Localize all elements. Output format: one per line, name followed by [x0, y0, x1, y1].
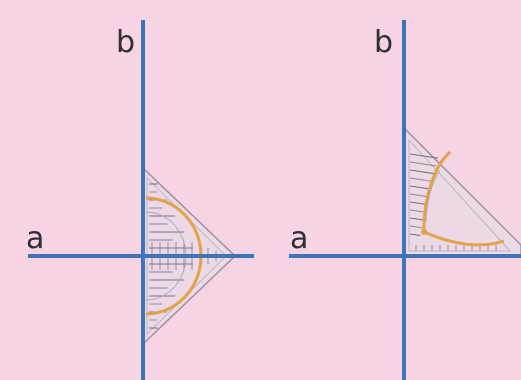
- right-set-square-body: [403, 126, 521, 257]
- right-set-square-tick: [409, 233, 421, 237]
- right-protractor-inner-arc: [425, 169, 441, 223]
- left-label-a: a: [26, 221, 44, 256]
- right-label-a: a: [290, 221, 308, 256]
- right-set-square-tick: [409, 153, 439, 159]
- right-set-square-inner-edge: [408, 138, 511, 252]
- right-set-square-tick: [409, 161, 437, 167]
- right-protractor-arc: [422, 150, 505, 247]
- right-set-square-tick: [409, 177, 433, 182]
- right-protractor-center-mark: [421, 229, 427, 235]
- right-label-b: b: [374, 25, 393, 60]
- left-panel: a b: [26, 20, 254, 380]
- right-set-square-tick: [409, 209, 426, 213]
- right-set-square-tick: [409, 225, 423, 229]
- right-panel: a b: [289, 20, 521, 380]
- right-set-square-tick: [409, 169, 435, 175]
- left-label-b: b: [116, 25, 135, 60]
- right-set-square-tick: [409, 185, 432, 190]
- right-set-square-ticks: [409, 153, 497, 251]
- right-set-square-tick: [409, 217, 425, 221]
- right-set-square: [403, 126, 521, 257]
